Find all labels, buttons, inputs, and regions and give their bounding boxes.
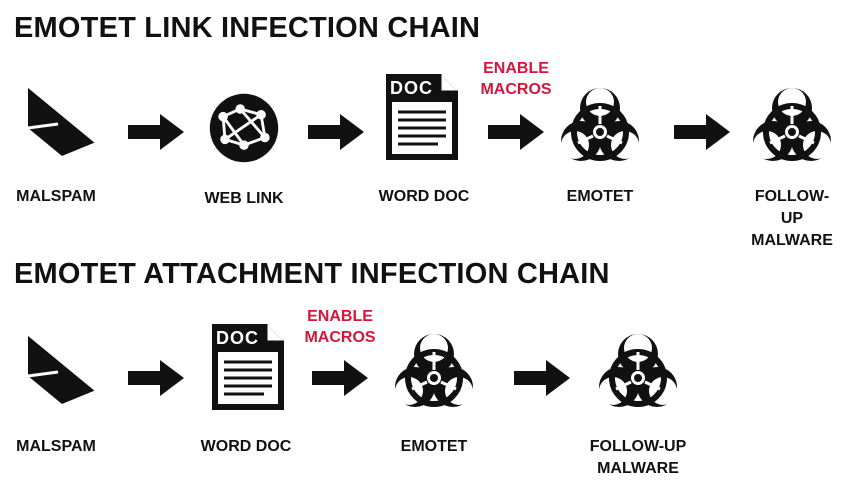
enable-macros-note: ENABLE MACROS: [480, 60, 552, 98]
arrow-icon: [306, 112, 366, 152]
biohazard-icon: [588, 326, 688, 426]
arrow-icon: [126, 358, 186, 398]
arrow-icon: [672, 112, 732, 152]
step-label-word-doc: WORD DOC: [378, 188, 470, 205]
enable-macros-note: ENABLE MACROS: [304, 308, 376, 346]
globe-network-icon: [206, 90, 282, 166]
step-label-follow-up-malware: FOLLOW-UP MALWARE: [751, 188, 833, 249]
arrow-icon: [512, 358, 572, 398]
chain-2-title: EMOTET ATTACHMENT INFECTION CHAIN: [14, 258, 610, 290]
doc-file-icon: DOC: [382, 72, 462, 162]
biohazard-icon: [384, 326, 484, 426]
envelope-icon: [22, 330, 102, 410]
doc-icon-text: DOC: [390, 78, 433, 98]
biohazard-icon: [742, 80, 842, 180]
arrow-icon: [310, 358, 370, 398]
step-label-malspam: MALSPAM: [16, 438, 96, 455]
step-label-word-doc: WORD DOC: [200, 438, 292, 455]
arrow-icon: [486, 112, 546, 152]
step-label-malspam: MALSPAM: [16, 188, 96, 205]
biohazard-icon: [550, 80, 650, 180]
doc-icon-text: DOC: [216, 328, 259, 348]
envelope-icon: [22, 82, 102, 162]
arrow-icon: [126, 112, 186, 152]
step-label-follow-up-malware: FOLLOW-UP MALWARE: [589, 438, 687, 477]
doc-file-icon: DOC: [208, 322, 288, 412]
step-label-emotet: EMOTET: [400, 438, 468, 455]
step-label-web-link: WEB LINK: [204, 190, 284, 207]
chain-1-title: EMOTET LINK INFECTION CHAIN: [14, 12, 481, 44]
step-label-emotet: EMOTET: [566, 188, 634, 205]
